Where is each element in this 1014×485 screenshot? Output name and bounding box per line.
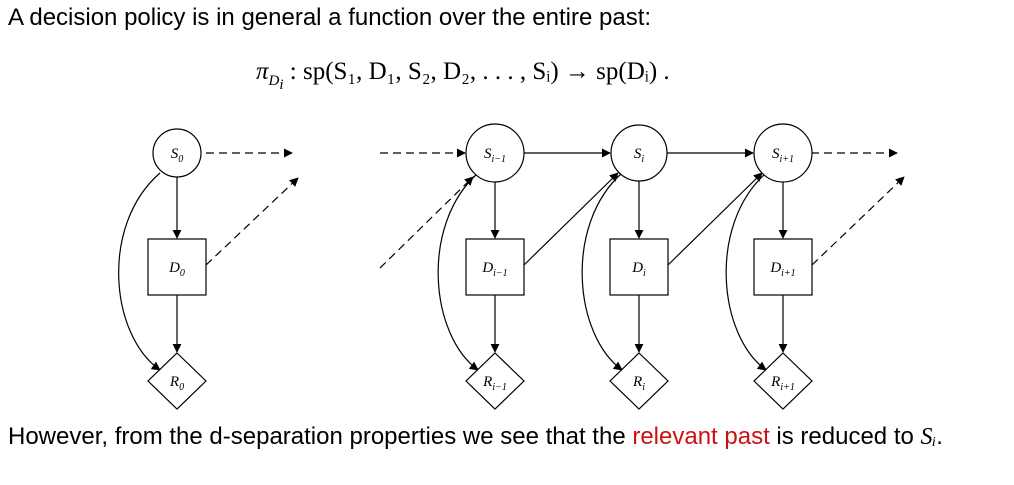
node-Dip1 [753,238,813,296]
edge-Di-Sip1 [667,172,763,266]
edge-Sip1-Rip1 [725,172,767,371]
intro-text: A decision policy is in general a functi… [8,4,652,31]
influence-diagram: S0 D0 R0 Si−1 Di−1 Ri−1 Si Di Ri Si+1 Di… [118,123,905,410]
label-Di: Di [631,260,646,279]
label-Dip1: Di+1 [769,260,795,279]
node-D0 [147,238,207,296]
label-R0: R0 [169,374,184,393]
outro-math-Si: Sᵢ [920,424,937,450]
node-Rip1 [753,352,813,410]
edge-Sim1-Rim1 [437,172,479,371]
formula-pi-sub-D: D [268,73,280,89]
relevant-past-highlight: relevant past [632,423,770,450]
node-Sip1 [753,123,813,183]
edge-Dip1-future-dashed [811,176,905,266]
node-R0 [147,352,207,410]
label-S0: S0 [171,146,184,165]
node-Sim1 [465,123,525,183]
node-S0 [152,128,202,178]
outro-after: is reduced to [769,423,921,450]
conclusion-text: However, from the d-separation propertie… [8,423,1008,451]
label-Rip1: Ri+1 [770,374,795,393]
edge-Dim1-Si [523,172,619,266]
outro-end: . [936,423,943,450]
edge-D0-future-dashed [205,177,299,266]
label-Sim1: Si−1 [484,146,506,165]
label-Sip1: Si+1 [772,146,794,165]
node-Si [610,124,668,182]
formula-pi-sub-i: i [279,77,284,93]
formula-rest: : sp(S₁, D₁, S₂, D₂, . . . , Sᵢ) → sp(Dᵢ… [283,58,670,85]
edge-past-Sim1-diag-dashed [379,176,474,269]
policy-formula: πDi : sp(S₁, D₁, S₂, D₂, . . . , Sᵢ) → s… [256,58,670,94]
node-Di [609,238,669,296]
label-Ri: Ri [632,374,645,393]
label-Si: Si [634,146,645,165]
formula-pi: π [256,58,269,85]
label-D0: D0 [168,260,185,279]
node-Rim1 [465,352,525,410]
label-Dim1: Di−1 [481,260,507,279]
label-Rim1: Ri−1 [482,374,507,393]
edge-Si-Ri [581,172,623,371]
outro-before: However, from the d-separation propertie… [8,423,633,450]
node-Dim1 [465,238,525,296]
node-Ri [609,352,669,410]
edge-S0-R0 [118,172,161,371]
